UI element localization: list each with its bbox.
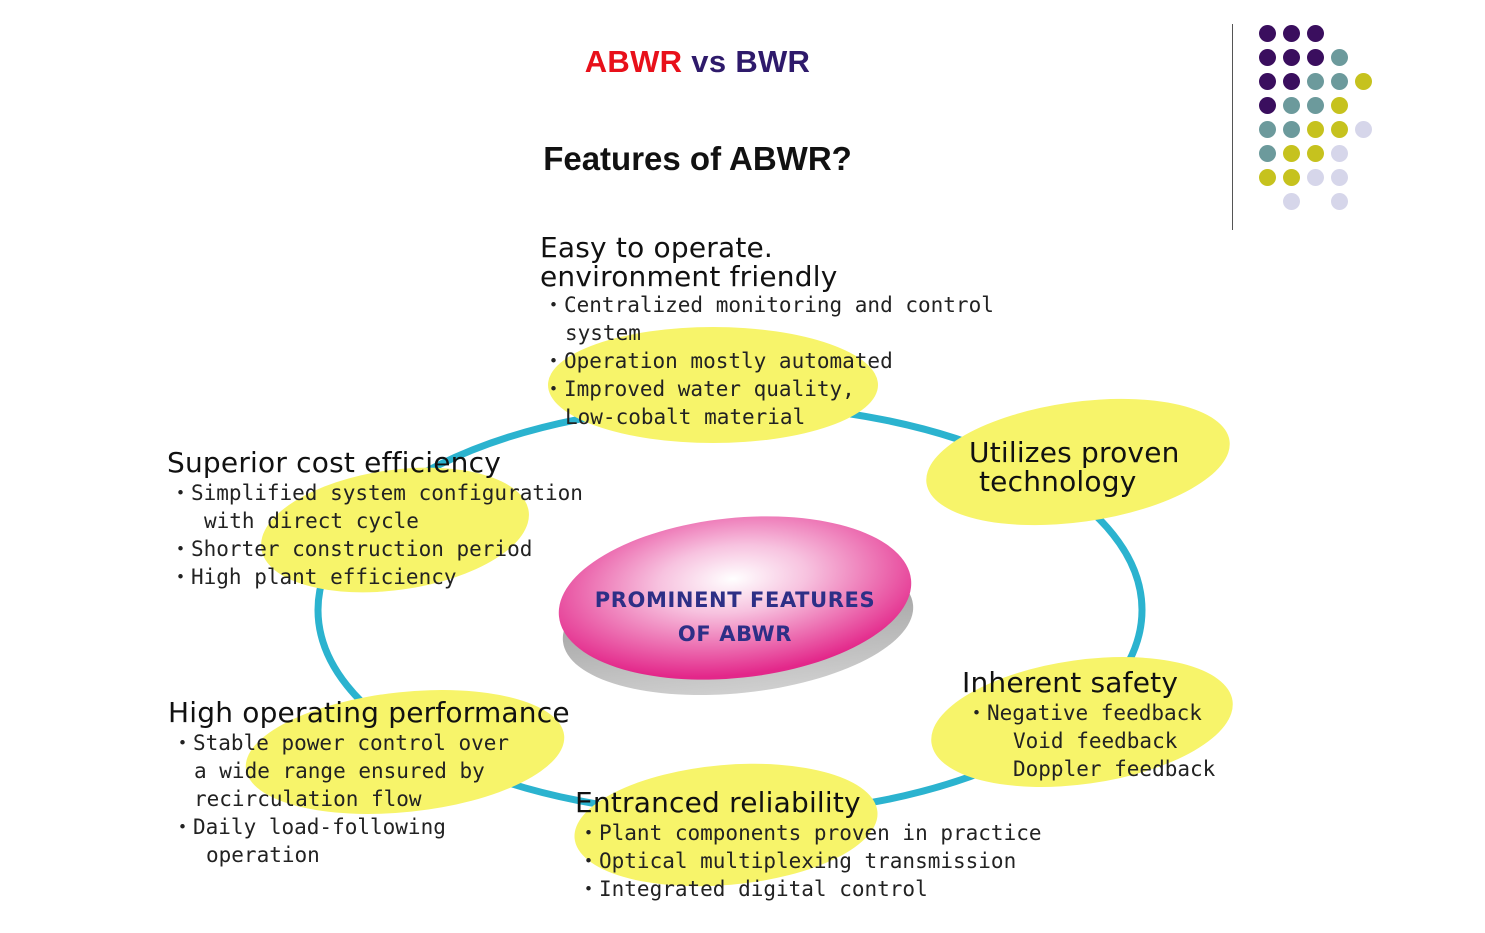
- decorative-dot: [1307, 169, 1324, 186]
- decorative-divider: [1232, 24, 1233, 230]
- node-top-heading-line: environment friendly: [540, 260, 838, 293]
- list-item: ・Optical multiplexing transmission: [578, 847, 1042, 875]
- list-item: ・Shorter construction period: [170, 535, 583, 563]
- node-right-bottom-heading-line: Inherent safety: [962, 666, 1179, 699]
- bullet-line: ・Centralized monitoring and control: [543, 293, 994, 317]
- bullet-line: ・Optical multiplexing transmission: [578, 849, 1017, 873]
- list-item: ・Improved water quality, Low-cobalt mate…: [543, 375, 994, 431]
- center-ellipse: [558, 516, 912, 680]
- list-item: ・Negative feedback Void feedback Doppler…: [966, 699, 1215, 783]
- node-right-top-heading: Utilizes proven technology: [969, 438, 1180, 496]
- list-item: ・Centralized monitoring and control syst…: [543, 291, 994, 347]
- node-left-bottom-heading-line: High operating performance: [168, 696, 570, 729]
- decorative-dot: [1259, 97, 1276, 114]
- decorative-dot: [1259, 145, 1276, 162]
- bullet-line: system: [565, 321, 641, 345]
- list-item: ・Plant components proven in practice: [578, 819, 1042, 847]
- bullet-line: ・Simplified system configuration: [170, 481, 583, 505]
- bullet-line: ・Stable power control over: [172, 731, 510, 755]
- decorative-dot: [1283, 97, 1300, 114]
- decorative-dot: [1307, 49, 1324, 66]
- bullet-line: operation: [206, 843, 320, 867]
- node-ellipse-bottom: [574, 763, 878, 887]
- node-bottom-heading-line: Entranced reliability: [575, 786, 861, 819]
- decorative-dot: [1283, 73, 1300, 90]
- bullet-line: recirculation flow: [194, 787, 422, 811]
- node-top-heading-line: Easy to operate.: [540, 231, 774, 264]
- list-item: ・Daily load-following operation: [172, 813, 509, 869]
- bullet-line: ・Plant components proven in practice: [578, 821, 1042, 845]
- node-top-bullets: ・Centralized monitoring and control syst…: [543, 291, 994, 431]
- node-bottom-bullets: ・Plant components proven in practice ・Op…: [578, 819, 1042, 903]
- bullet-line: ・High plant efficiency: [170, 565, 457, 589]
- bullet-line: ・Operation mostly automated: [543, 349, 893, 373]
- center-label-line2: OF ABWR: [678, 622, 792, 646]
- bullet-line: a wide range ensured by: [194, 759, 485, 783]
- list-item: ・Stable power control over a wide range …: [172, 729, 509, 813]
- node-left-top-bullets: ・Simplified system configuration with di…: [170, 479, 583, 591]
- decorative-dot: [1283, 193, 1300, 210]
- node-left-bottom-bullets: ・Stable power control over a wide range …: [172, 729, 509, 869]
- decorative-dot: [1259, 73, 1276, 90]
- title-bwr: BWR: [735, 44, 811, 79]
- decorative-dot: [1355, 121, 1372, 138]
- decorative-dot: [1259, 49, 1276, 66]
- node-right-bottom-bullets: ・Negative feedback Void feedback Doppler…: [966, 699, 1215, 783]
- title-abwr: ABWR: [584, 44, 683, 79]
- bullet-line: Void feedback: [1013, 729, 1178, 753]
- decorative-dot: [1355, 73, 1372, 90]
- decorative-dot: [1283, 49, 1300, 66]
- bullet-line: ・Improved water quality,: [543, 377, 855, 401]
- node-right-top-heading-line: technology: [979, 465, 1137, 498]
- decorative-dot: [1331, 193, 1348, 210]
- decorative-dot: [1259, 169, 1276, 186]
- decorative-dot: [1331, 121, 1348, 138]
- decorative-dot: [1283, 145, 1300, 162]
- decorative-dot: [1259, 25, 1276, 42]
- slide-title: ABWR vs BWR: [0, 44, 1395, 80]
- node-right-top-heading-line: Utilizes proven: [969, 436, 1180, 469]
- node-left-top-heading-line: Superior cost efficiency: [167, 446, 501, 479]
- bullet-line: ・Shorter construction period: [170, 537, 533, 561]
- node-ellipse-right-top: [926, 398, 1230, 526]
- node-right-bottom-heading: Inherent safety: [962, 668, 1178, 697]
- node-bottom-heading: Entranced reliability: [575, 788, 861, 817]
- slide-subtitle: Features of ABWR?: [543, 140, 852, 177]
- node-top-heading: Easy to operate. environment friendly: [540, 233, 837, 291]
- bullet-line: ・Daily load-following: [172, 815, 446, 839]
- decorative-dot: [1307, 25, 1324, 42]
- bullet-line: Doppler feedback: [1013, 757, 1216, 781]
- list-item: ・High plant efficiency: [170, 563, 583, 591]
- list-item: ・Integrated digital control: [578, 875, 1042, 903]
- center-label-line1: PROMINENT FEATURES: [595, 588, 875, 612]
- decorative-dot: [1283, 121, 1300, 138]
- decorative-dot: [1331, 73, 1348, 90]
- bullet-line: with direct cycle: [204, 509, 419, 533]
- decorative-dot: [1331, 49, 1348, 66]
- node-ellipse-top: [548, 327, 878, 443]
- decorative-dot: [1283, 169, 1300, 186]
- decorative-dot: [1307, 121, 1324, 138]
- bullet-line: ・Negative feedback: [966, 701, 1202, 725]
- node-ellipse-right-bottom: [931, 657, 1233, 787]
- decorative-dot: [1283, 25, 1300, 42]
- list-item: ・Simplified system configuration with di…: [170, 479, 583, 535]
- decorative-dot: [1259, 121, 1276, 138]
- decorative-dot: [1307, 97, 1324, 114]
- list-item: ・Operation mostly automated: [543, 347, 994, 375]
- decorative-dot: [1331, 169, 1348, 186]
- node-left-bottom-heading: High operating performance: [168, 698, 570, 727]
- title-vs: vs: [691, 44, 727, 79]
- decorative-dot: [1331, 145, 1348, 162]
- node-left-top-heading: Superior cost efficiency: [167, 448, 501, 477]
- node-ellipse-left-top: [261, 467, 529, 593]
- decorative-dot: [1307, 73, 1324, 90]
- node-ellipse-left-bottom: [245, 690, 565, 814]
- decorative-dot: [1307, 145, 1324, 162]
- bullet-line: Low-cobalt material: [565, 405, 806, 429]
- bullet-line: ・Integrated digital control: [578, 877, 928, 901]
- decorative-dot: [1331, 97, 1348, 114]
